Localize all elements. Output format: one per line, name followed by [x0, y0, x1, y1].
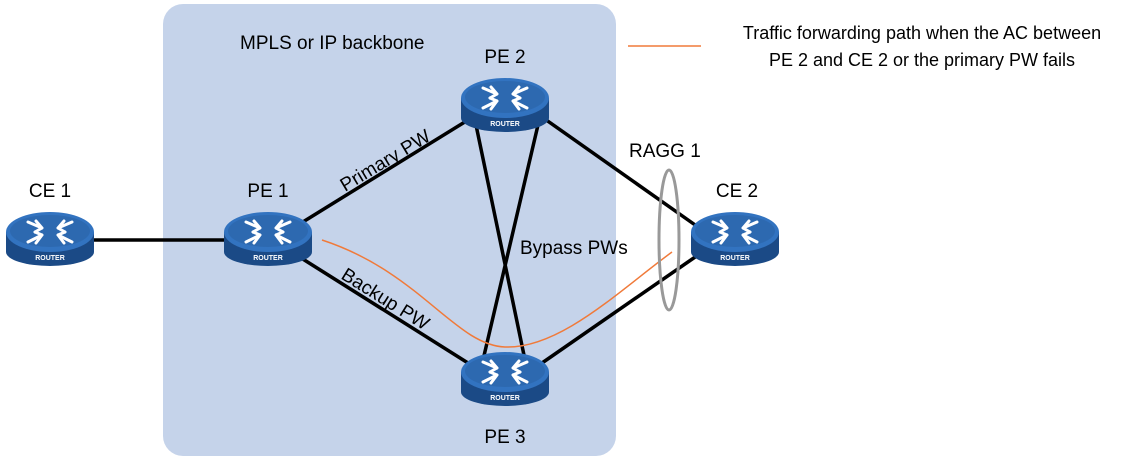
link-bypass-pw-2	[481, 124, 540, 361]
link-pe2-ce2	[540, 115, 700, 229]
legend-line-1: Traffic forwarding path when the AC betw…	[743, 23, 1101, 43]
links	[92, 115, 700, 365]
router-pe3: ROUTER	[459, 350, 551, 408]
failover-traffic-path	[321, 239, 673, 348]
router-ce1: ROUTER	[4, 210, 96, 268]
label-ragg: RAGG 1	[629, 141, 701, 162]
label-bypass-pws: Bypass PWs	[520, 238, 628, 259]
router-badge: ROUTER	[720, 255, 750, 262]
link-pe3-ce2	[541, 253, 699, 365]
link-backup-pw	[297, 254, 469, 365]
router-pe2: ROUTER	[459, 76, 551, 134]
legend-line-2: PE 2 and CE 2 or the primary PW fails	[769, 50, 1075, 70]
router-badge: ROUTER	[35, 255, 65, 262]
label-ce2: CE 2	[716, 181, 758, 202]
router-badge: ROUTER	[490, 395, 520, 402]
link-primary-pw	[297, 118, 469, 227]
router-badge: ROUTER	[253, 255, 283, 262]
ragg-ring	[657, 168, 681, 312]
router-badge: ROUTER	[490, 121, 520, 128]
label-pe2: PE 2	[484, 47, 525, 68]
backbone-label: MPLS or IP backbone	[240, 33, 424, 54]
label-pe3: PE 3	[484, 427, 525, 448]
link-bypass-pw-1	[474, 124, 527, 361]
router-ce2: ROUTER	[689, 210, 781, 268]
router-pe1: ROUTER	[222, 210, 314, 268]
label-pe1: PE 1	[247, 181, 288, 202]
label-ce1: CE 1	[29, 181, 71, 202]
